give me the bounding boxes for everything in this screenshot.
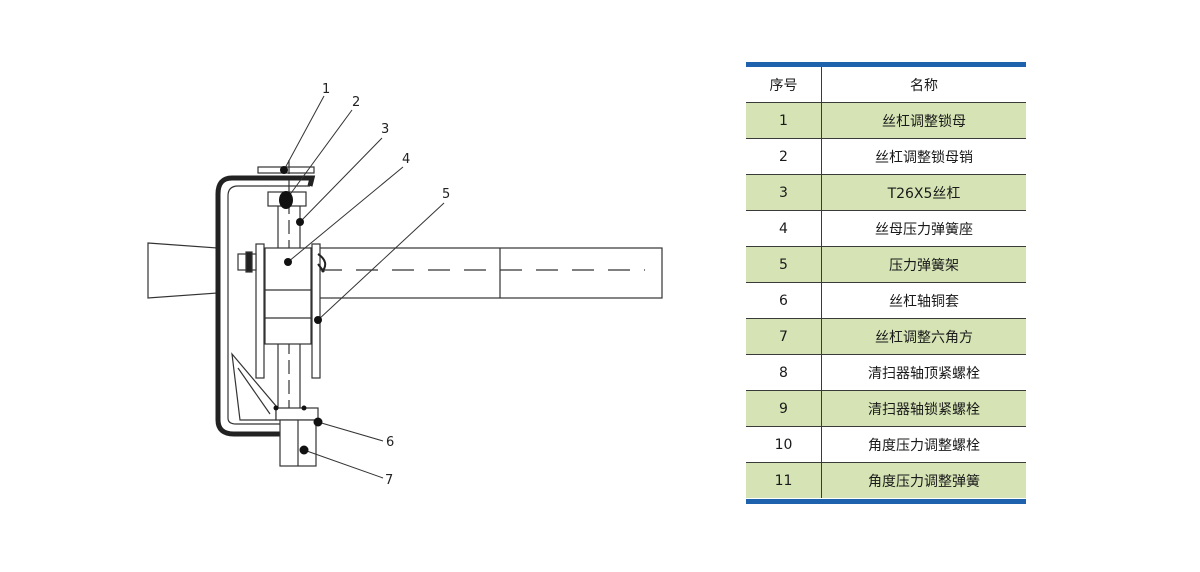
- row-part-name: 压力弹簧架: [821, 246, 1026, 283]
- spring-curl: [317, 253, 327, 273]
- row-number: 1: [746, 102, 822, 139]
- table-top-bar: [746, 62, 1026, 67]
- row-part-name: 丝杠轴铜套: [821, 282, 1026, 319]
- header-no: 序号: [746, 67, 822, 103]
- row-number: 2: [746, 138, 822, 175]
- callout-number-5: 5: [442, 187, 450, 202]
- row-number: 6: [746, 282, 822, 319]
- callout-number-2: 2: [352, 95, 360, 110]
- table-header-row: 序号 名称: [746, 67, 1026, 103]
- header-name: 名称: [821, 67, 1026, 103]
- row-part-name: 清扫器轴锁紧螺栓: [821, 390, 1026, 427]
- c-frame-inner: [227, 185, 310, 425]
- dot-4: [284, 258, 292, 266]
- row-part-name: 丝母压力弹簧座: [821, 210, 1026, 247]
- row-part-name: 丝杠调整六角方: [821, 318, 1026, 355]
- row-number: 7: [746, 318, 822, 355]
- callout-number-6: 6: [386, 435, 394, 450]
- leader-6: [317, 421, 384, 442]
- row-part-name: 角度压力调整螺栓: [821, 426, 1026, 463]
- bottom-collar: [275, 407, 319, 421]
- leader-1: [283, 95, 325, 171]
- dot-5: [314, 316, 322, 324]
- dot-6: [313, 417, 323, 427]
- leader-7: [303, 449, 384, 479]
- side-bolt-head: [245, 251, 253, 273]
- row-part-name: 丝杠调整锁母销: [821, 138, 1026, 175]
- dot-3: [296, 218, 304, 226]
- dot-1: [280, 166, 288, 174]
- row-number: 9: [746, 390, 822, 427]
- dot-small-b: [301, 405, 307, 411]
- wedge: [231, 352, 277, 421]
- callout-number-7: 7: [385, 473, 393, 488]
- spring-frame-right: [311, 243, 321, 379]
- c-frame: [215, 175, 316, 437]
- callout-dots: [273, 166, 323, 455]
- table-bottom-bar: [746, 499, 1026, 504]
- dot-7: [299, 445, 309, 455]
- row-part-name: T26X5丝杠: [821, 174, 1026, 211]
- left-shaft-taper: [147, 242, 219, 299]
- dot-2: [279, 191, 293, 209]
- row-part-name: 角度压力调整弹簧: [821, 462, 1026, 498]
- leader-2: [285, 109, 353, 201]
- leader-3: [299, 137, 383, 223]
- dot-small-a: [273, 405, 279, 411]
- row-number: 10: [746, 426, 822, 463]
- spring-frame-left: [255, 243, 265, 379]
- callout-number-4: 4: [402, 152, 410, 167]
- wedge-line: [237, 367, 271, 415]
- row-number: 5: [746, 246, 822, 283]
- row-part-name: 丝杠调整锁母: [821, 102, 1026, 139]
- callout-numbers: 1 2 3 4 5 6 7: [322, 82, 450, 488]
- row-number: 11: [746, 462, 822, 498]
- row-part-name: 清扫器轴顶紧螺栓: [821, 354, 1026, 391]
- callout-number-3: 3: [381, 122, 389, 137]
- drawing-lines: [147, 160, 663, 467]
- assembly-diagram: 1 2 3 4 5 6 7: [147, 82, 663, 488]
- leader-5: [317, 202, 445, 321]
- callout-number-1: 1: [322, 82, 330, 97]
- leader-4: [287, 166, 404, 263]
- callout-leaders: [283, 95, 445, 479]
- right-arm: [309, 247, 663, 299]
- row-number: 3: [746, 174, 822, 211]
- row-number: 4: [746, 210, 822, 247]
- row-number: 8: [746, 354, 822, 391]
